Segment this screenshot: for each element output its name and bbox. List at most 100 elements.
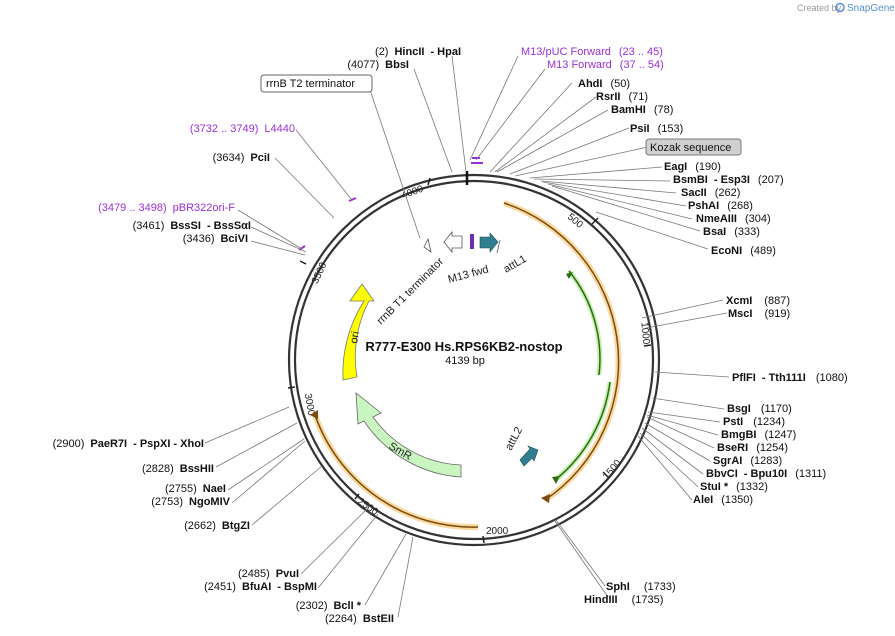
site-bcli-pos: (2302) <box>296 600 328 612</box>
site-bsmbi-extra: - Esp3I <box>714 174 750 186</box>
leader-bfuai <box>317 513 379 589</box>
site-sacii[interactable]: SacII(262) <box>681 187 740 199</box>
site-pvui[interactable]: (2485)PvuI <box>238 568 299 580</box>
leader-naei <box>227 438 305 491</box>
leader-paer7i <box>204 406 290 444</box>
site-rsrii[interactable]: RsrII(71) <box>596 91 648 103</box>
site-econi-enz: EcoNI <box>711 245 742 257</box>
site-sgrai[interactable]: SgrAI(1283) <box>713 455 782 467</box>
site-bsteii[interactable]: (2264)BstEII <box>325 613 394 625</box>
site-naei-enz: NaeI <box>203 483 226 495</box>
backbone <box>287 171 661 547</box>
leader-bcivi <box>250 240 306 256</box>
site-bamhi[interactable]: BamHI(78) <box>611 104 673 116</box>
tick-label-1000: 1000 <box>638 322 651 346</box>
leader-ngomiv <box>231 440 306 504</box>
top-feature-cluster[interactable]: attL1 M13 fwd rrnB T1 terminator <box>375 230 529 327</box>
snapgene-branding[interactable]: Created by SnapGene <box>797 2 895 14</box>
site-bcli[interactable]: (2302) BclI * <box>296 600 362 612</box>
tick-2000 <box>482 535 485 544</box>
site-msci-pos: (919) <box>764 308 790 320</box>
site-bfuai[interactable]: (2451)BfuAI- BspMI <box>204 581 317 593</box>
site-psii[interactable]: PsiI(153) <box>630 123 683 135</box>
leader-bcli <box>364 533 407 606</box>
site-stui[interactable]: StuI *(1332) <box>700 481 768 493</box>
site-bbsi-pos: (4077) <box>347 59 379 71</box>
site-sphi[interactable]: SphI(1733) <box>606 581 676 593</box>
site-ngomiv-pos: (2753) <box>151 496 183 508</box>
site-bsshii[interactable]: (2828)BssHII <box>142 463 214 475</box>
site-bbsi[interactable]: (4077)BbsI <box>347 59 409 71</box>
site-bbvci[interactable]: BbvCI- Bpu10I(1311) <box>706 468 826 480</box>
site-bsmbi-enz: BsmBI <box>673 174 708 186</box>
site-bsai[interactable]: BsaI(333) <box>703 226 760 238</box>
site-psti[interactable]: PstI(1234) <box>723 416 785 428</box>
site-bcivi-enz: BciVI <box>220 233 248 245</box>
site-rsrii-pos: (71) <box>628 91 648 103</box>
site-bsgi-enz: BsgI <box>727 403 751 415</box>
leader-sphi <box>555 519 606 587</box>
site-bcivi-pos: (3436) <box>183 233 215 245</box>
leader-kozak <box>514 146 649 177</box>
site-ahdi[interactable]: AhdI(50) <box>578 78 630 90</box>
rrnb-t2-box-frame <box>260 74 373 93</box>
site-bsmbi[interactable]: BsmBI- Esp3I(207) <box>673 174 784 186</box>
primer-m13puc[interactable]: M13/pUC Forward(23 .. 45) <box>521 46 663 58</box>
site-eagi[interactable]: EagI(190) <box>664 161 721 173</box>
site-msci-enz: MscI <box>728 308 752 320</box>
site-msci[interactable]: MscI (919) <box>728 308 790 320</box>
site-nmeaiii[interactable]: NmeAIII(304) <box>696 213 771 225</box>
site-hincii-enz: HincII <box>394 46 424 58</box>
rrnb-t2-box[interactable]: rrnB T2 terminator <box>260 74 373 93</box>
site-pshai[interactable]: PshAI(268) <box>688 200 753 212</box>
cds-orange[interactable] <box>310 200 622 531</box>
leader-bsai <box>551 185 701 232</box>
site-naei-pos: (2755) <box>165 483 197 495</box>
site-ngomiv[interactable]: (2753)NgoMIV <box>151 496 230 508</box>
primer-m13fwd[interactable]: M13 Forward(37 .. 54) <box>547 59 664 71</box>
plasmid-title-group: R777-E300 Hs.RPS6KB2-nostop 4139 bp <box>365 339 562 367</box>
site-btgzi[interactable]: (2662)BtgZI <box>184 520 250 532</box>
site-bsssi-enz: BssSI <box>170 220 201 232</box>
site-hincii[interactable]: (2)HincII- HpaI <box>375 46 461 58</box>
primer-pbr322-name: pBR322ori-F <box>173 202 236 214</box>
site-xcmi[interactable]: XcmI(887) <box>726 295 790 307</box>
site-btgzi-enz: BtgZI <box>222 520 250 532</box>
site-paer7i[interactable]: (2900)PaeR7I- PspXI - XhoI <box>53 438 204 450</box>
site-bseri[interactable]: BseRI(1254) <box>717 442 788 454</box>
attl1-arrow <box>479 232 499 253</box>
site-bcivi[interactable]: (3436) BciVI <box>183 233 248 245</box>
primer-l4440[interactable]: (3732 .. 3749)L4440 <box>190 123 295 135</box>
site-econi[interactable]: EcoNI(489) <box>711 245 776 257</box>
cds-green-upper-arrowhead <box>566 272 573 279</box>
kozak-box[interactable]: Kozak sequence <box>645 138 742 156</box>
leader-pvui <box>300 507 369 575</box>
ori-feature[interactable]: ori <box>342 283 375 381</box>
smr-feature[interactable]: SmR <box>355 392 462 478</box>
site-stui-enz: StuI * <box>700 481 729 493</box>
cds-green[interactable] <box>552 269 613 484</box>
cds-green-lower-arrowhead <box>552 476 560 484</box>
tick-1500 <box>602 471 609 478</box>
site-bsssi-extra: - BssSαI <box>207 220 251 232</box>
site-hindiii[interactable]: HindIII(1735) <box>584 594 663 606</box>
site-bmgbi[interactable]: BmgBI(1247) <box>721 429 796 441</box>
site-paer7i-extra: - PspXI - XhoI <box>133 438 204 450</box>
site-alei[interactable]: AleI(1350) <box>693 494 753 506</box>
site-psii-pos: (153) <box>658 123 684 135</box>
site-pflfi[interactable]: PflFI- Tth111I(1080) <box>732 372 848 384</box>
site-bamhi-enz: BamHI <box>611 104 646 116</box>
site-alei-pos: (1350) <box>721 494 753 506</box>
tick-3500 <box>299 260 307 265</box>
leader-btgzi <box>251 465 323 526</box>
site-pcii[interactable]: (3634)PciI <box>213 152 270 164</box>
site-bsgi[interactable]: BsgI(1170) <box>727 403 792 415</box>
site-bcli-enz: BclI * <box>333 600 361 612</box>
site-pshai-pos: (268) <box>727 200 753 212</box>
leader-bamhi <box>496 109 609 173</box>
snapgene-brand: SnapGene <box>847 3 895 14</box>
attl2-feature[interactable]: attL2 <box>503 425 539 467</box>
site-naei[interactable]: (2755) NaeI <box>165 483 226 495</box>
site-bsssi[interactable]: (3461)BssSI- BssSαI <box>133 220 251 232</box>
primer-pbr322[interactable]: (3479 .. 3498)pBR322ori-F <box>98 202 235 214</box>
